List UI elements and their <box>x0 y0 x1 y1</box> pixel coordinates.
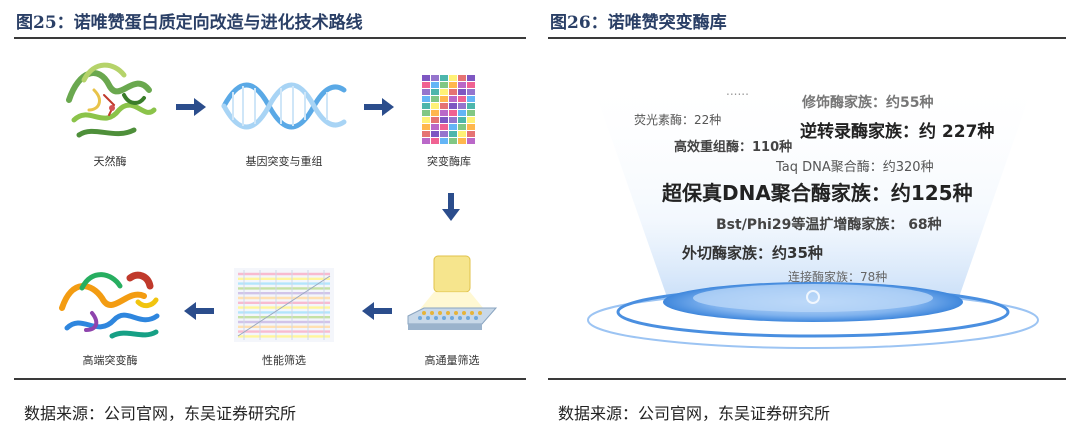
mutant-library-grid-icon <box>422 75 475 144</box>
step-label-performance: 性能筛选 <box>262 354 306 367</box>
podium-illustration <box>587 75 1039 349</box>
enzyme-recombinase: 高效重组酶：110种 <box>674 140 793 155</box>
enzyme-exonuclease: 外切酶家族：约35种 <box>682 244 823 262</box>
figure-26-panel: 图26：诺唯赞突变酶库 ...... 修饰酶家族：约55种 荧光素酶：22种 逆… <box>548 0 1066 434</box>
enzyme-reverse-transcriptase: 逆转录酶家族：约 227种 <box>800 122 995 142</box>
figure-26-bottom-rule <box>548 378 1066 380</box>
enzyme-luciferase: 荧光素酶：22种 <box>634 113 722 127</box>
enzyme-isothermal-amplification: Bst/Phi29等温扩增酶家族： 68种 <box>716 217 942 233</box>
step-label-high-end-enzyme: 高端突变酶 <box>82 354 138 367</box>
figure-25-panel: 图25：诺唯赞蛋白质定向改造与进化技术路线 天然酶 基因突变与重 <box>14 0 526 434</box>
enzyme-modifying-family: 修饰酶家族：约55种 <box>802 95 934 111</box>
figure-26-source: 数据来源：公司官网，东吴证券研究所 <box>558 404 831 423</box>
protein-structure-icon <box>59 271 160 339</box>
figure-26-title: 图26：诺唯赞突变酶库 <box>550 13 727 33</box>
protein-structure-icon <box>66 62 157 138</box>
right-arrow-icon <box>176 98 206 116</box>
left-arrow-icon <box>184 302 214 320</box>
step-label-gene-mutation: 基因突变与重组 <box>245 155 323 168</box>
figure-25-bottom-rule <box>14 378 526 380</box>
figure-25-title: 图25：诺唯赞蛋白质定向改造与进化技术路线 <box>16 13 363 33</box>
step-label-high-throughput: 高通量筛选 <box>424 354 480 367</box>
step-label-mutant-library: 突变酶库 <box>427 155 471 168</box>
figure-26-top-rule <box>548 37 1066 39</box>
right-arrow-icon <box>364 98 394 116</box>
step-label-natural-enzyme: 天然酶 <box>93 155 127 168</box>
microplate-screening-icon <box>407 255 498 330</box>
figure-25-top-rule <box>14 37 526 39</box>
figure-25-source: 数据来源：公司官网，东吴证券研究所 <box>24 404 297 423</box>
enzyme-taq-polymerase: Taq DNA聚合酶：约320种 <box>776 160 934 175</box>
library-dots: ...... <box>726 84 749 98</box>
dna-helix-icon <box>221 82 347 130</box>
enzyme-high-fidelity-polymerase: 超保真DNA聚合酶家族：约125种 <box>662 181 973 205</box>
enzyme-ligase: 连接酶家族：78种 <box>788 270 888 284</box>
down-arrow-icon <box>442 193 460 221</box>
performance-chart-icon <box>234 268 334 342</box>
left-arrow-icon <box>362 302 392 320</box>
